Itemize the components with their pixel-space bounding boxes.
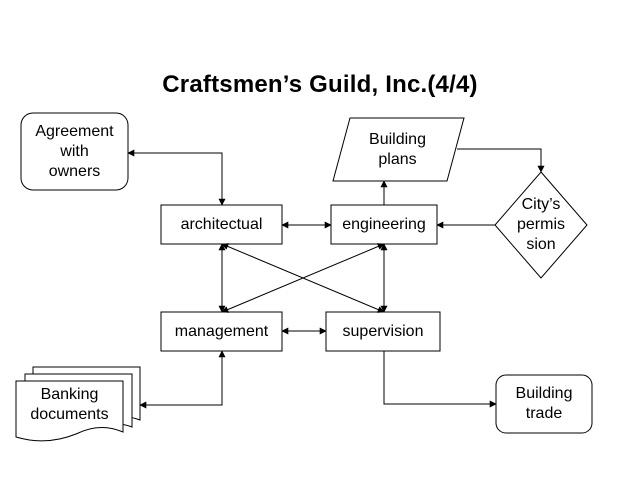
- engineering-label: engineering: [342, 215, 426, 233]
- connector-supervision-trade: [383, 351, 497, 408]
- connector-management-engineering: [221, 243, 385, 313]
- city-permission-shape: [494, 171, 588, 279]
- connector-agreement-architectual: [127, 149, 226, 206]
- city-permission-label: City’s permis sion: [516, 196, 565, 253]
- building-trade-label: Building trade: [515, 385, 573, 422]
- page-title: Craftsmen’s Guild, Inc.(4/4): [162, 71, 478, 98]
- building-plans-label: Building plans: [369, 130, 426, 168]
- banking-documents-label: Banking documents: [30, 386, 109, 423]
- management-label: management: [174, 322, 269, 340]
- architectual-label: architectual: [180, 215, 263, 233]
- supervision-label: supervision: [342, 322, 424, 340]
- building-plans-shape: [332, 117, 465, 182]
- management-shape: [160, 311, 283, 352]
- architectual-shape: [160, 204, 283, 245]
- connector-banking-management: [139, 350, 226, 409]
- banking-documents-shape: [15, 366, 141, 442]
- connector-plans-city: [457, 148, 545, 173]
- agreement-label: Agreement with owners: [35, 122, 114, 180]
